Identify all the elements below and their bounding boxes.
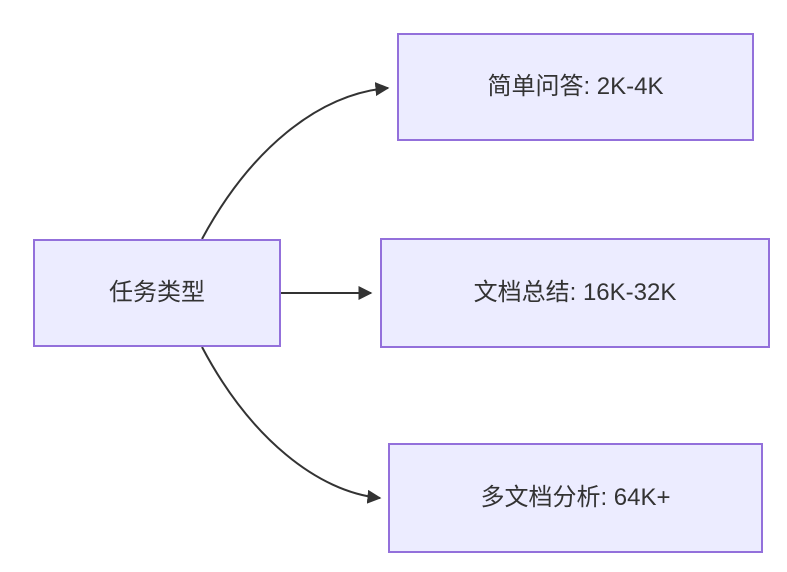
node-simple-qa-label: 简单问答: 2K-4K <box>487 73 664 101</box>
node-multi-doc-analysis: 多文档分析: 64K+ <box>388 443 763 553</box>
edge-root-to-bottom <box>201 346 382 504</box>
node-simple-qa: 简单问答: 2K-4K <box>397 33 754 141</box>
node-doc-summary-label: 文档总结: 16K-32K <box>473 279 677 307</box>
node-multi-doc-analysis-label: 多文档分析: 64K+ <box>480 484 671 512</box>
node-task-type-label: 任务类型 <box>109 279 205 307</box>
node-task-type: 任务类型 <box>33 239 281 347</box>
edge-root-to-top <box>201 82 390 240</box>
node-doc-summary: 文档总结: 16K-32K <box>380 238 770 348</box>
